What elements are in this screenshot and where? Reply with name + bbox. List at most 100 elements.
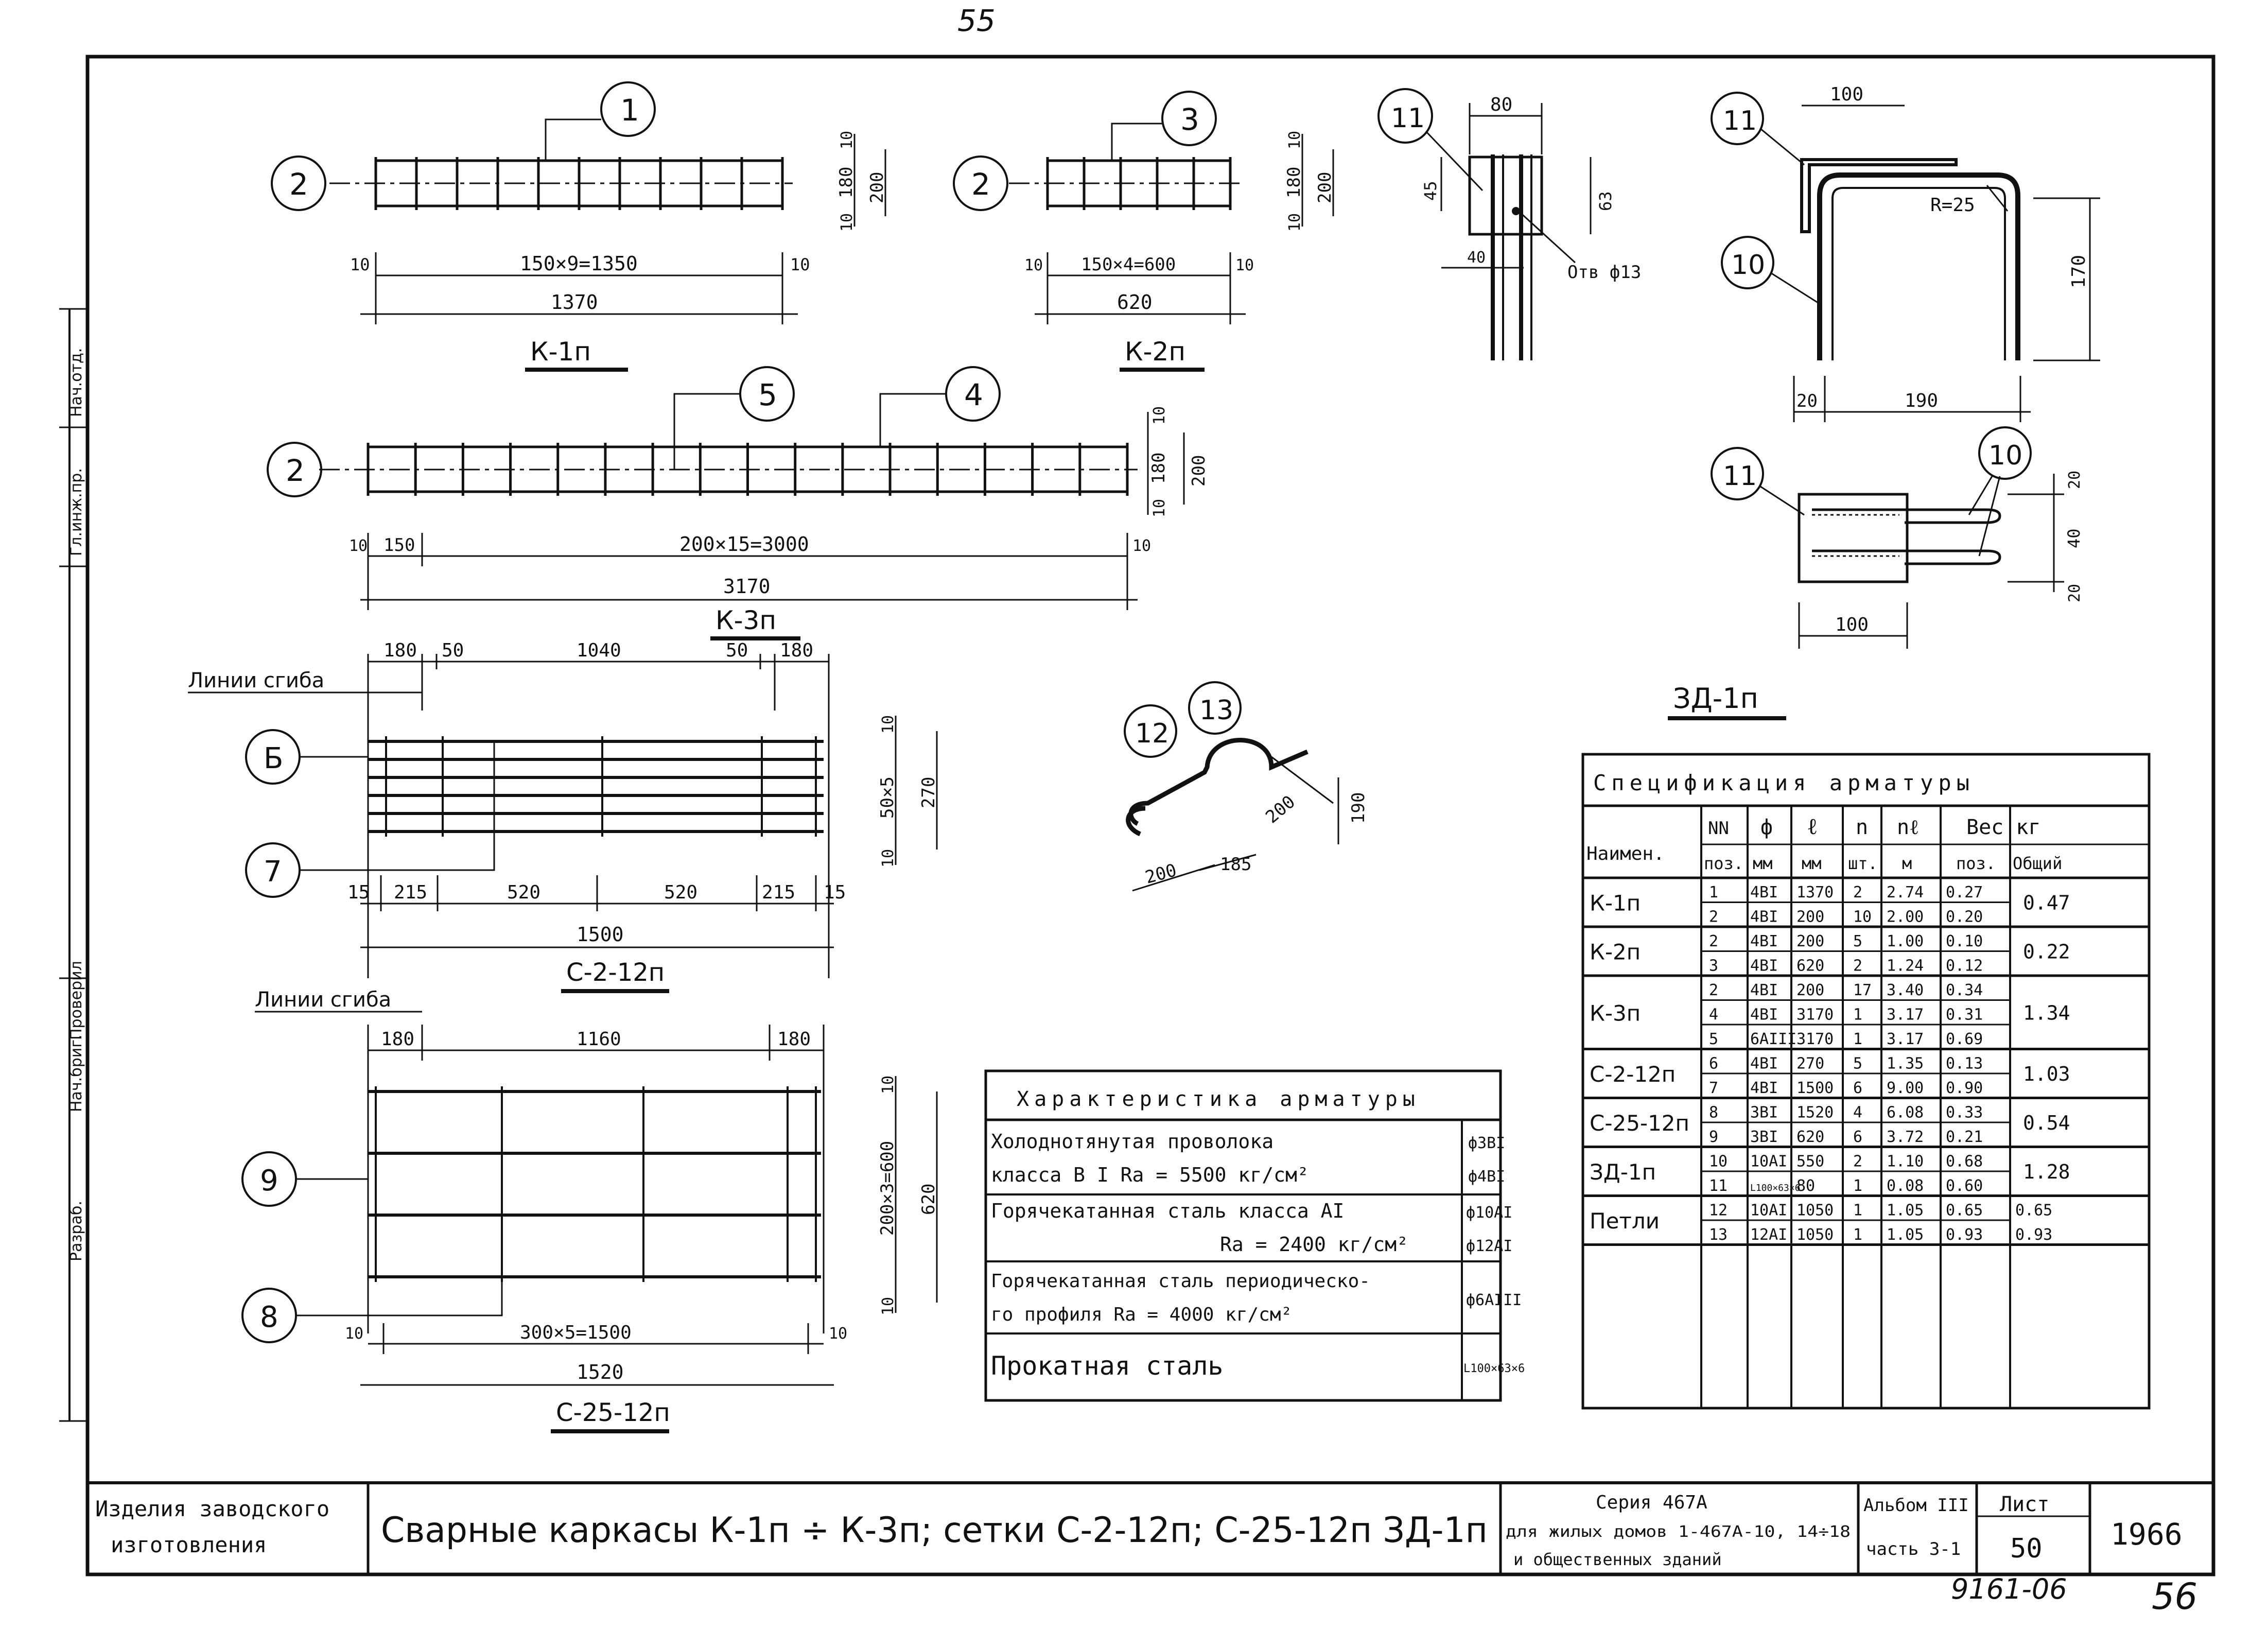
spec-cell-r13-c3: 80 xyxy=(1796,1177,1815,1195)
s2512-mesh-drawing: Линии сгиба 180 1160 180 9 8 10 300×5=15… xyxy=(241,988,939,1433)
k2-dim-edge-left: 10 xyxy=(1024,256,1043,274)
s2512-dim-edge-left: 10 xyxy=(345,1325,363,1343)
k3-pos-a: 5 xyxy=(758,377,777,412)
loop-dim-1: 200 xyxy=(1143,860,1179,888)
spec-cell-r7-c5: 3.17 xyxy=(1887,1030,1924,1048)
k3-pos-b: 4 xyxy=(964,377,983,412)
title-block: Изделия заводского изготовления Сварные … xyxy=(88,1481,2213,1574)
char-row-3-text-2: го профиля Rа = 4000 кг/см² xyxy=(991,1304,1292,1325)
loop-pos-a: 12 xyxy=(1135,718,1169,749)
spec-cell-r3-c5: 1.00 xyxy=(1887,932,1924,950)
k3-dim-edge-right: 10 xyxy=(1132,537,1151,555)
s212-bottom-dim-1: 15 xyxy=(347,882,370,903)
spec-cell-r4-c6: 0.12 xyxy=(1946,957,1983,975)
album-line-1: Альбом III xyxy=(1863,1495,1969,1516)
spec-cell-r15-c6: 0.93 xyxy=(1946,1226,1983,1244)
char-row-4-text-1: Прокатная сталь xyxy=(991,1351,1224,1381)
spec-cell-r15-c7: 0.93 xyxy=(2015,1226,2052,1244)
album-line-2: часть 3-1 xyxy=(1866,1539,1961,1559)
char-row-1-text-1: Холоднотянутая проволока xyxy=(991,1130,1273,1153)
spec-cell-r12-c1: 10 xyxy=(1709,1153,1728,1171)
year: 1966 xyxy=(2110,1517,2183,1552)
spec-cell-r9-c5: 9.00 xyxy=(1887,1079,1924,1097)
k1-dim-h1: 10 xyxy=(838,131,856,149)
spec-cell-r5-c3: 200 xyxy=(1796,981,1824,999)
k1-dim-main: 150×9=1350 xyxy=(520,252,638,275)
zd1-pos-a: 11 xyxy=(1723,106,1757,136)
spec-group-total-6: 1.28 xyxy=(2023,1160,2070,1183)
spec-cell-r12-c3: 550 xyxy=(1796,1153,1824,1171)
main-title: Сварные каркасы К-1п ÷ К-3п; сетки С-2-1… xyxy=(381,1510,1488,1551)
s212-bottom-dim-6: 15 xyxy=(824,882,846,903)
spec-cell-r11-c1: 9 xyxy=(1709,1128,1718,1146)
k1-dim-h-total: 200 xyxy=(867,172,887,203)
s212-pos-top: Б xyxy=(264,742,283,775)
spec-cell-r14-c1: 12 xyxy=(1709,1202,1728,1220)
s2512-top-dim-2: 1160 xyxy=(577,1029,621,1050)
s212-title: С-2-12п xyxy=(566,958,665,987)
side-stamp-5: Проверил xyxy=(67,961,85,1040)
spec-cell-r10-c1: 8 xyxy=(1709,1104,1718,1122)
k1-pos-left: 2 xyxy=(289,167,308,202)
side-stamp-1: Нач.отд. xyxy=(67,348,85,417)
spec-group-name-2: К-2п xyxy=(1590,940,1641,965)
spec-group-name-4: С-2-12п xyxy=(1590,1062,1676,1087)
k2-dim-h1: 10 xyxy=(1286,131,1304,149)
spec-cell-r9-c2: 4ВI xyxy=(1750,1079,1778,1097)
spec-cell-r8-c5: 1.35 xyxy=(1887,1055,1924,1073)
spec-head-nl-bot: м xyxy=(1902,854,1912,873)
spec-cell-r14-c7: 0.65 xyxy=(2015,1202,2052,1220)
s2512-dim-v-main: 200×3=600 xyxy=(877,1141,898,1236)
char-row-2-text-2: Rа = 2400 кг/см² xyxy=(1220,1233,1408,1256)
spec-cell-r6-c3: 3170 xyxy=(1796,1006,1834,1024)
zd1-pos-d-bubble xyxy=(1978,426,2032,480)
spec-cell-r10-c2: 3ВI xyxy=(1750,1104,1778,1122)
char-row-2-mark-2: ф12АI xyxy=(1466,1237,1512,1255)
spec-cell-r8-c2: 4ВI xyxy=(1750,1055,1778,1073)
spec-cell-r10-c5: 6.08 xyxy=(1887,1104,1924,1122)
zd1-plan-dim-2: 40 xyxy=(2064,528,2084,548)
k3-dim-edge-left: 10 xyxy=(349,537,368,555)
k2-pos-left: 2 xyxy=(971,167,990,202)
spec-cell-r6-c6: 0.31 xyxy=(1946,1006,1983,1024)
sheet-label: Лист xyxy=(2000,1493,2049,1516)
k3-dim-main: 200×15=3000 xyxy=(679,533,809,556)
spec-cell-r10-c4: 4 xyxy=(1853,1104,1862,1122)
spec-head-diam-top: ф xyxy=(1760,816,1773,839)
spec-cell-r13-c1: 11 xyxy=(1709,1177,1728,1195)
s212-top-dim-1: 180 xyxy=(383,640,417,661)
zd1-dim-radius: R=25 xyxy=(1930,195,1975,216)
side-stamp-4: Нач.бриг. xyxy=(67,1034,85,1112)
s212-dim-v-edge-top: 10 xyxy=(879,715,897,734)
k3-pos-left-bubble xyxy=(267,442,322,497)
spec-head-w-pos: поз. xyxy=(1956,854,1996,873)
k3-frame-drawing: 2 5 4 10 150 200×15=3000 10 3170 10 180 … xyxy=(267,366,1209,640)
characteristics-table: Характеристика арматуры Холоднотянутая п… xyxy=(984,1069,1525,1402)
spec-cell-r15-c3: 1050 xyxy=(1796,1226,1834,1244)
spec-cell-r11-c4: 6 xyxy=(1853,1128,1862,1146)
s212-dim-v-total: 270 xyxy=(918,777,939,808)
spec-cell-r6-c5: 3.17 xyxy=(1887,1006,1924,1024)
loop-dim-2: 185 xyxy=(1220,854,1251,875)
spec-cell-r5-c4: 17 xyxy=(1853,981,1872,999)
plate-dim-3: 63 xyxy=(1596,191,1615,211)
s212-bottom-dim-5: 215 xyxy=(762,882,795,903)
spec-cell-r4-c4: 2 xyxy=(1853,957,1862,975)
char-row-1-mark-1: ф3ВI xyxy=(1468,1134,1505,1152)
k1-title: К-1п xyxy=(530,337,591,367)
k2-pos-top-bubble xyxy=(1161,91,1217,146)
s2512-top-dim-3: 180 xyxy=(777,1029,811,1050)
s2512-dim-main: 300×5=1500 xyxy=(520,1322,632,1343)
spec-cell-r7-c6: 0.69 xyxy=(1946,1030,1983,1048)
spec-group-total-1: 0.47 xyxy=(2023,892,2070,914)
series-line-2: для жилых домов 1-467А-10, 14÷18 xyxy=(1506,1523,1851,1541)
zd1-dim-top: 100 xyxy=(1830,84,1863,105)
zd1-dim-height: 170 xyxy=(2068,255,2089,288)
spec-head-len-bot: мм xyxy=(1802,854,1822,873)
spec-cell-r13-c5: 0.08 xyxy=(1887,1177,1924,1195)
spec-group-name-6: ЗД-1п xyxy=(1590,1159,1656,1185)
spec-cell-r8-c1: 6 xyxy=(1709,1055,1718,1073)
spec-group-name-7: Петли xyxy=(1590,1208,1660,1234)
s212-bend-label: Линии сгиба xyxy=(188,669,324,692)
